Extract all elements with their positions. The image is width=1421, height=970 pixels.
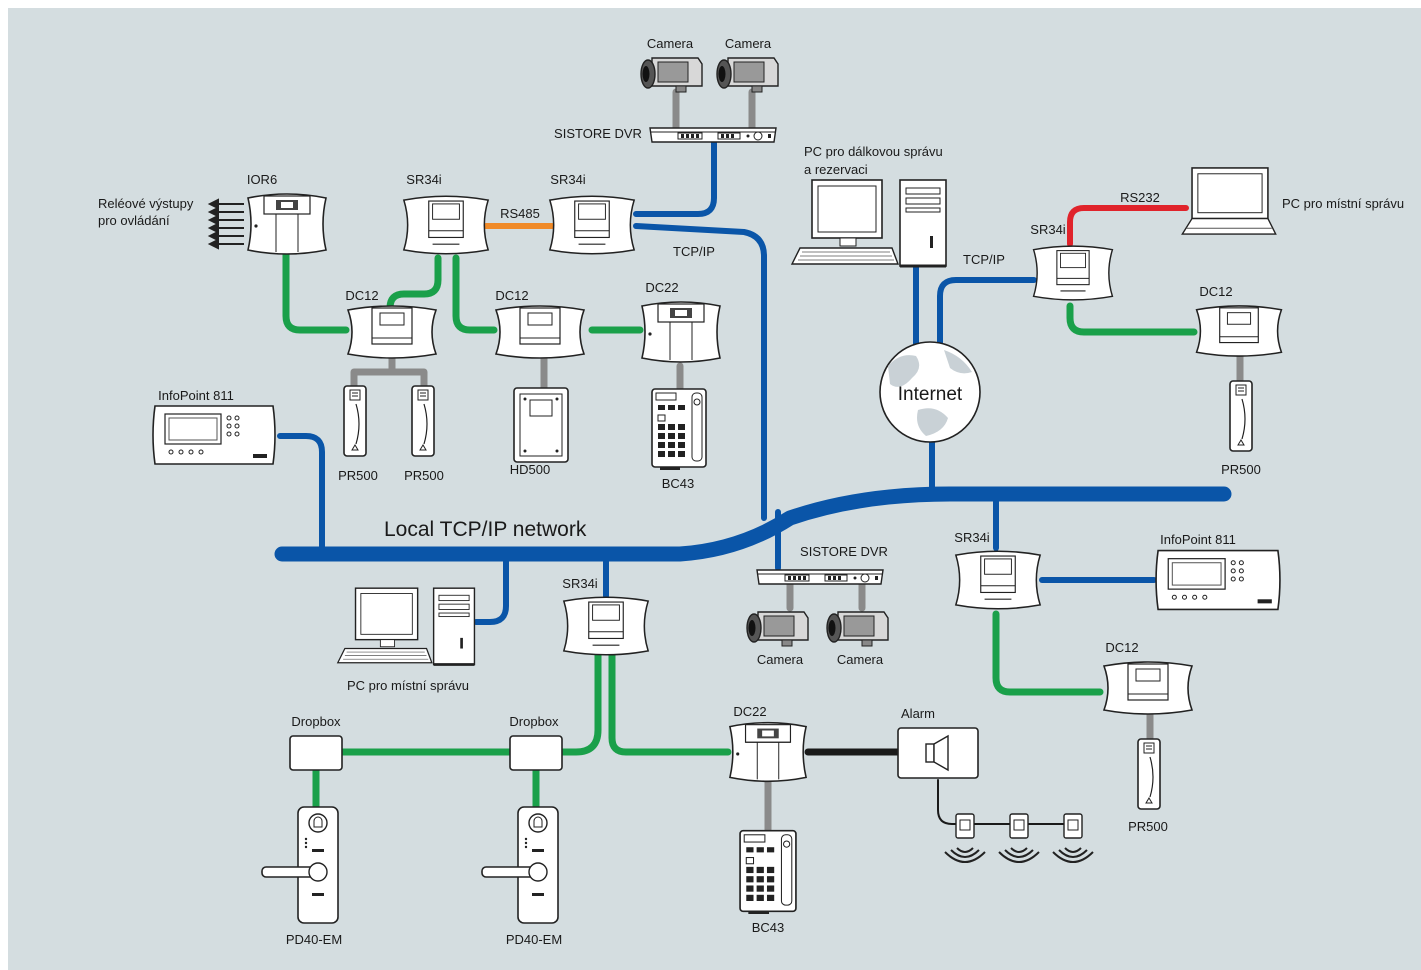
label-alarm: Alarm	[901, 706, 935, 721]
internet-label: Internet	[898, 384, 963, 405]
dc12-bottom-right	[1103, 661, 1193, 715]
sr34i-bottom-right	[954, 550, 1042, 610]
label-sr34i-bottom-right: SR34i	[954, 530, 990, 545]
label-dc22-bottom: DC22	[733, 704, 766, 719]
label-rs232: RS232	[1120, 190, 1160, 205]
label-tcpip-top: TCP/IP	[673, 244, 715, 259]
label-pc-remote-2: a rezervaci	[804, 162, 868, 177]
label-ior6: IOR6	[247, 172, 277, 187]
label-rs485: RS485	[500, 206, 540, 221]
bus-sr34i-dc22	[608, 650, 732, 756]
label-sr34i-right: SR34i	[1030, 222, 1066, 237]
label-relay-outputs-1: Reléové výstupy	[98, 196, 194, 211]
label-pr500-bottom-right: PR500	[1128, 819, 1168, 834]
label-camera-bottom-1: Camera	[757, 652, 804, 667]
label-bc43-bottom: BC43	[752, 920, 785, 935]
sr34i-top-center	[549, 195, 635, 255]
label-sr34i-bottom-center: SR34i	[562, 576, 598, 591]
label-sistore-dvr-bottom: SISTORE DVR	[800, 544, 888, 559]
pr500-right	[1229, 380, 1253, 452]
bus-sr34i-dc12-bottom	[992, 610, 1104, 696]
pr500-left-1	[343, 385, 367, 457]
label-dropbox-right: Dropbox	[509, 714, 559, 729]
infopoint-right	[1155, 549, 1281, 611]
label-sr34i-top-left: SR34i	[406, 172, 442, 187]
bc43-top	[651, 388, 707, 470]
dropbox-left	[289, 735, 343, 771]
internet-globe: Internet	[879, 341, 981, 443]
label-pr500-left-1: PR500	[338, 468, 378, 483]
pc-local-management	[336, 586, 476, 666]
label-camera-top-2: Camera	[725, 36, 772, 51]
label-bc43-top: BC43	[662, 476, 695, 491]
tcpip-internet-sr34i	[937, 277, 1037, 355]
label-dropbox-left: Dropbox	[291, 714, 341, 729]
label-pd40em-right: PD40-EM	[506, 932, 562, 947]
label-dc12-right: DC12	[1199, 284, 1232, 299]
pc-remote-management	[790, 178, 948, 268]
dc12-center	[495, 305, 585, 359]
alarm-device	[897, 727, 979, 779]
label-tcpip-right: TCP/IP	[963, 252, 1005, 267]
label-sistore-dvr-top: SISTORE DVR	[554, 126, 642, 141]
bus-ior6-dc12	[282, 250, 350, 334]
label-pc-local-bottom: PC pro místní správu	[347, 678, 469, 693]
sistore-dvr-top	[649, 127, 777, 143]
dc22-bottom	[729, 721, 807, 783]
cable-rs232	[1067, 205, 1189, 247]
local-tcpip-backbone	[274, 486, 1232, 562]
laptop-local-management	[1181, 167, 1277, 235]
bus-sr34i-dc12	[386, 254, 442, 312]
label-dc12-center: DC12	[495, 288, 528, 303]
labels: Camera Camera SISTORE DVR IOR6 Reléové v…	[98, 36, 1404, 947]
cable-alarm-sensors	[937, 779, 1081, 825]
pr500-left-2	[411, 385, 435, 457]
label-sr34i-top-center: SR34i	[550, 172, 586, 187]
label-relay-outputs-2: pro ovládání	[98, 213, 170, 228]
label-dc22-top: DC22	[645, 280, 678, 295]
dc12-right	[1195, 305, 1283, 357]
bus-sr34i-dc12-right	[1066, 302, 1198, 336]
sr34i-bottom-center	[562, 596, 650, 656]
label-camera-bottom-2: Camera	[837, 652, 884, 667]
label-pd40em-left: PD40-EM	[286, 932, 342, 947]
cable-dc12-pr500	[350, 352, 428, 392]
label-pc-remote-1: PC pro dálkovou správu	[804, 144, 943, 159]
relay-arrows	[207, 198, 244, 250]
sistore-dvr-bottom	[756, 569, 884, 585]
dropbox-right	[509, 735, 563, 771]
bc43-bottom	[739, 829, 797, 914]
label-infopoint-right: InfoPoint 811	[1160, 532, 1236, 547]
label-dc12-left: DC12	[345, 288, 378, 303]
label-pr500-right: PR500	[1221, 462, 1261, 477]
pr500-bottom-right	[1137, 738, 1161, 810]
hd500-device	[513, 387, 569, 463]
label-hd500: HD500	[510, 462, 550, 477]
sr34i-top-left	[403, 195, 489, 255]
label-infopoint-left: InfoPoint 811	[158, 388, 234, 403]
tcpip-infopoint	[277, 433, 325, 557]
label-local-network: Local TCP/IP network	[384, 518, 587, 541]
sr34i-right	[1032, 245, 1114, 301]
label-pc-local-right: PC pro místní správu	[1282, 196, 1404, 211]
bus-sr34i-dropbox	[338, 650, 602, 756]
ior6-device	[247, 193, 327, 255]
label-camera-top-1: Camera	[647, 36, 694, 51]
tcpip-dvr-sr34i	[633, 139, 717, 217]
tcpip-pc-local	[473, 557, 509, 625]
tcpip-sr34i-backbone	[633, 223, 767, 521]
label-dc12-bottom-right: DC12	[1105, 640, 1138, 655]
label-pr500-left-2: PR500	[404, 468, 444, 483]
bus-sr34i-dc12b	[452, 254, 498, 334]
dc12-left	[347, 305, 437, 359]
dc22-top	[641, 301, 721, 363]
infopoint-left	[152, 405, 276, 465]
